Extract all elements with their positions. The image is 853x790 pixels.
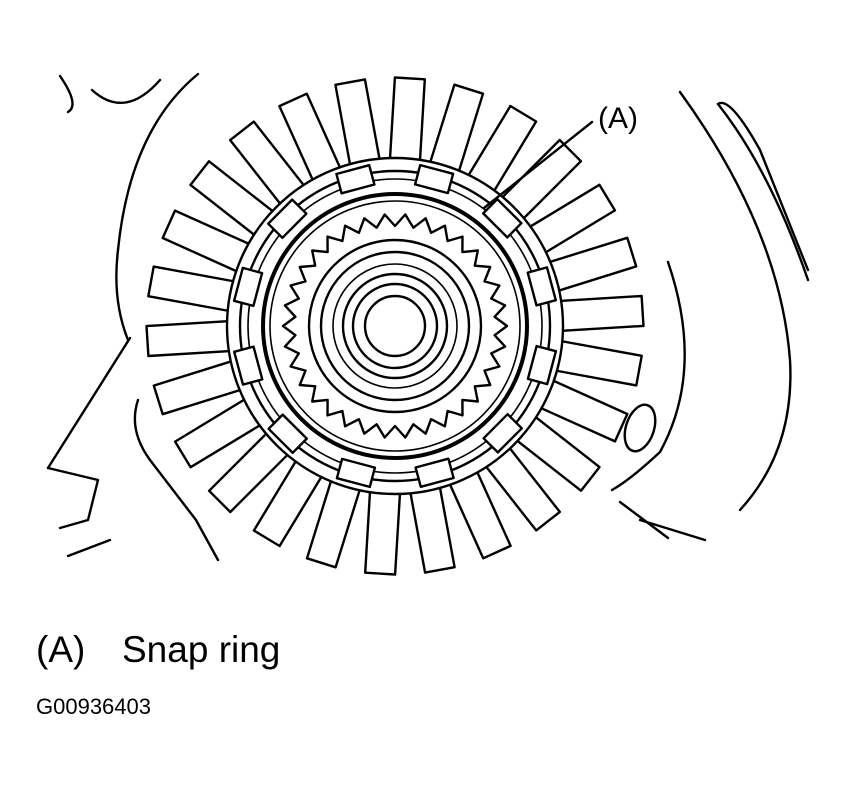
snap-ring [261,192,529,460]
drum-lug [526,344,558,386]
plate-tooth [548,338,643,387]
figure-id: G00936403 [36,694,151,719]
drum-lug [335,457,377,489]
legend-key: (A) [36,629,86,670]
drum-lug [413,163,455,195]
legend-text: Snap ring [122,629,281,670]
plate-tooth [147,265,242,314]
plate-tooth [145,319,238,358]
plate-tooth [388,76,426,169]
drum-lug [414,457,455,488]
callout-a: (A) [482,102,638,210]
clutch-drum [225,156,565,496]
drum-lug [526,266,557,307]
drum-lug [482,413,523,454]
callout-label: (A) [598,102,638,135]
plate-tooth [364,483,402,576]
drum-lug [232,266,264,308]
plate-tooth [552,294,645,333]
drum-lug [335,163,376,195]
legend: (A) Snap ring [36,626,280,674]
hub [281,213,509,439]
drum-lug [482,197,523,239]
snap-ring-diagram: (A) [46,72,810,576]
plate-tooth [334,78,382,173]
drum-lug [232,345,264,386]
housing-outline [46,72,810,562]
drum-lugs [232,163,558,489]
drum-lug [267,413,308,454]
plate-tooth [408,479,456,574]
drum-lug [267,198,308,240]
